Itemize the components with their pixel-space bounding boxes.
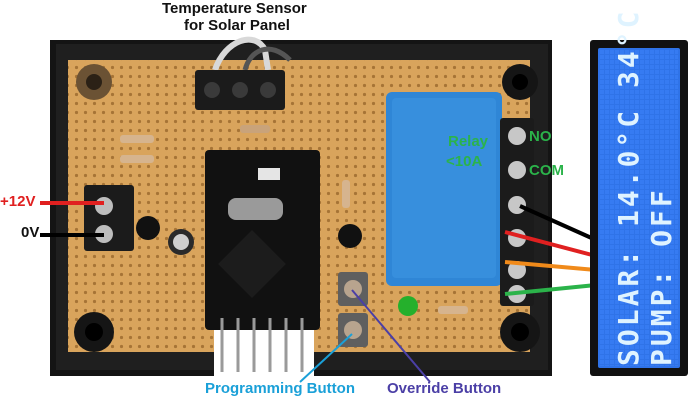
wire-green bbox=[504, 283, 597, 296]
relay-no-label: NO bbox=[529, 128, 552, 145]
status-led bbox=[398, 296, 418, 316]
resistor-2 bbox=[120, 135, 154, 143]
arrow-override bbox=[351, 289, 431, 383]
resistor-5 bbox=[438, 306, 468, 314]
sensor-label-line2: for Solar Panel bbox=[184, 17, 290, 34]
transistor-2 bbox=[338, 224, 362, 248]
relay-label-line1: Relay bbox=[448, 133, 489, 150]
sensor-label-line1: Temperature Sensor bbox=[162, 0, 307, 17]
lcd-line-1: SOLAR: 14.0°C 34°C bbox=[612, 8, 645, 366]
lcd-line-2: PUMP: OFF bbox=[645, 187, 678, 366]
override-button-label: Override Button bbox=[387, 380, 502, 397]
microcontroller-board bbox=[205, 150, 320, 330]
resistor-3 bbox=[120, 155, 154, 163]
transistor-1 bbox=[136, 216, 160, 240]
relay-label-line2: <10A bbox=[446, 153, 483, 170]
wire-orange bbox=[504, 260, 597, 272]
programming-button-label: Programming Button bbox=[205, 380, 355, 397]
arrow-programming bbox=[299, 333, 353, 383]
header-pins bbox=[214, 330, 314, 380]
wire-red bbox=[504, 230, 597, 258]
resistor-4 bbox=[342, 180, 350, 208]
wire-black bbox=[519, 204, 597, 242]
supply-zero-label: 0V bbox=[21, 224, 40, 241]
supply-plus-label: +12V bbox=[0, 193, 36, 210]
resistor-1 bbox=[240, 125, 270, 133]
relay-com-label: COM bbox=[529, 162, 564, 179]
